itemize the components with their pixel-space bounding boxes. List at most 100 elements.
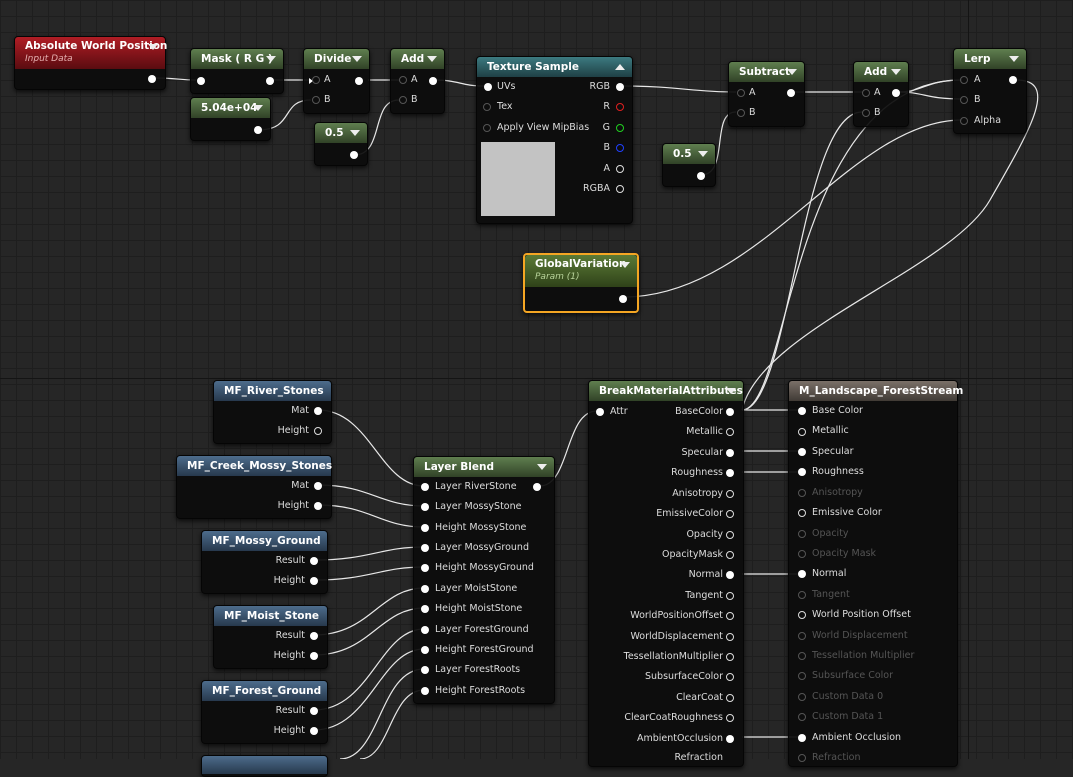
input-pin-a[interactable] <box>862 89 870 97</box>
output-pin[interactable] <box>355 77 363 85</box>
input-pin[interactable] <box>421 524 429 532</box>
input-pin-mipbias[interactable] <box>483 124 491 132</box>
output-pin-rgb[interactable] <box>616 83 624 91</box>
lerp-node[interactable]: Lerp A B Alpha <box>953 48 1027 134</box>
mf-creek-mossy-stones-node[interactable]: MF_Creek_Mossy_Stones Mat Height <box>176 455 332 519</box>
output-pin[interactable] <box>254 126 262 134</box>
input-pin[interactable] <box>798 509 806 517</box>
output-pin[interactable] <box>619 295 627 303</box>
output-pin[interactable] <box>726 653 734 661</box>
input-pin-b[interactable] <box>312 96 320 104</box>
chevron-down-icon[interactable] <box>350 130 360 136</box>
node-header[interactable]: Absolute World Position Input Data <box>15 37 167 69</box>
input-pin-attr[interactable] <box>596 408 604 416</box>
break-material-attributes-node[interactable]: BreakMaterialAttributes Attr BaseColor M… <box>588 380 744 767</box>
output-pin[interactable] <box>726 469 734 477</box>
output-pin-height[interactable] <box>314 502 322 510</box>
node-header[interactable]: BreakMaterialAttributes <box>589 381 743 401</box>
mf-forest-ground-node[interactable]: MF_Forest_Ground Result Height <box>201 680 328 744</box>
input-pin[interactable] <box>421 564 429 572</box>
node-header[interactable]: GlobalVariation Param (1) <box>525 255 637 287</box>
input-pin-a[interactable] <box>312 76 320 84</box>
output-pin-mat[interactable] <box>314 407 322 415</box>
output-pin[interactable] <box>350 151 358 159</box>
node-header[interactable]: MF_River_Stones <box>214 381 331 401</box>
output-pin-result[interactable] <box>310 707 318 715</box>
node-header[interactable]: MF_Creek_Mossy_Stones <box>177 456 332 476</box>
chevron-down-icon[interactable] <box>427 56 437 62</box>
chevron-down-icon[interactable] <box>787 69 797 75</box>
chevron-down-icon[interactable] <box>148 44 158 50</box>
constant-node[interactable]: 0.5 <box>662 143 716 187</box>
texture-sample-node[interactable]: Texture Sample UVs Tex Apply View MipBia… <box>476 56 633 224</box>
output-pin-height[interactable] <box>310 727 318 735</box>
input-pin-tex[interactable] <box>483 103 491 111</box>
global-variation-node[interactable]: GlobalVariation Param (1) <box>523 253 639 313</box>
output-pin[interactable] <box>892 89 900 97</box>
input-pin[interactable] <box>421 585 429 593</box>
input-pin[interactable] <box>798 448 806 456</box>
output-pin-mat[interactable] <box>314 482 322 490</box>
output-pin[interactable] <box>726 531 734 539</box>
output-pin-height[interactable] <box>310 577 318 585</box>
input-pin[interactable] <box>798 468 806 476</box>
output-pin[interactable] <box>726 551 734 559</box>
node-header[interactable]: Add <box>391 49 444 69</box>
input-pin[interactable] <box>798 407 806 415</box>
mf-node-partial[interactable] <box>201 755 328 777</box>
mf-river-stones-node[interactable]: MF_River_Stones Mat Height <box>213 380 332 444</box>
input-pin-a[interactable] <box>399 76 407 84</box>
output-pin[interactable] <box>726 673 734 681</box>
input-pin-alpha[interactable] <box>960 117 968 125</box>
input-pin-a[interactable] <box>737 89 745 97</box>
chevron-down-icon[interactable] <box>1009 56 1019 62</box>
constant-node[interactable]: 5.04e+04 <box>190 97 271 141</box>
input-pin-b[interactable] <box>862 109 870 117</box>
output-pin[interactable] <box>726 490 734 498</box>
node-header[interactable]: 0.5 <box>663 144 715 164</box>
output-pin[interactable] <box>726 408 734 416</box>
output-pin[interactable] <box>726 571 734 579</box>
chevron-up-icon[interactable] <box>615 64 625 70</box>
output-pin-g[interactable] <box>616 124 624 132</box>
input-pin[interactable] <box>421 626 429 634</box>
node-header[interactable]: MF_Mossy_Ground <box>202 531 327 551</box>
output-pin[interactable] <box>726 735 734 743</box>
chevron-down-icon[interactable] <box>698 151 708 157</box>
output-pin[interactable] <box>726 633 734 641</box>
node-header[interactable]: MF_Forest_Ground <box>202 681 327 701</box>
input-pin[interactable] <box>421 687 429 695</box>
chevron-down-icon[interactable] <box>537 464 547 470</box>
output-pin[interactable] <box>726 592 734 600</box>
node-header[interactable]: Layer Blend <box>414 457 554 477</box>
chevron-down-icon[interactable] <box>891 69 901 75</box>
input-pin[interactable] <box>421 483 429 491</box>
output-pin[interactable] <box>533 483 541 491</box>
output-pin[interactable] <box>726 449 734 457</box>
input-pin[interactable] <box>798 734 806 742</box>
output-pin-rgba[interactable] <box>616 185 624 193</box>
output-pin[interactable] <box>726 694 734 702</box>
output-pin-result[interactable] <box>310 632 318 640</box>
input-pin[interactable] <box>197 77 205 85</box>
node-header[interactable]: M_Landscape_ForestStream <box>789 381 963 401</box>
node-header[interactable]: 0.5 <box>315 123 367 143</box>
input-pin[interactable] <box>798 570 806 578</box>
input-pin-b[interactable] <box>399 96 407 104</box>
output-pin-b[interactable] <box>616 144 624 152</box>
node-header[interactable]: MF_Moist_Stone <box>214 606 327 626</box>
add-node[interactable]: Add A B <box>853 61 909 127</box>
node-header[interactable]: Subtract <box>729 62 804 82</box>
chevron-down-icon[interactable] <box>726 388 736 394</box>
node-header[interactable]: Add <box>854 62 908 82</box>
node-header[interactable]: Texture Sample <box>477 57 632 77</box>
mf-mossy-ground-node[interactable]: MF_Mossy_Ground Result Height <box>201 530 328 594</box>
chevron-down-icon[interactable] <box>266 56 276 62</box>
material-result-node[interactable]: M_Landscape_ForestStream Base Color Meta… <box>788 380 963 767</box>
output-pin-height[interactable] <box>310 652 318 660</box>
layer-blend-node[interactable]: Layer Blend Layer RiverStone Layer Mossy… <box>413 456 555 704</box>
output-pin-result[interactable] <box>310 557 318 565</box>
input-pin[interactable] <box>421 544 429 552</box>
input-pin[interactable] <box>798 611 806 619</box>
input-pin[interactable] <box>798 428 806 436</box>
